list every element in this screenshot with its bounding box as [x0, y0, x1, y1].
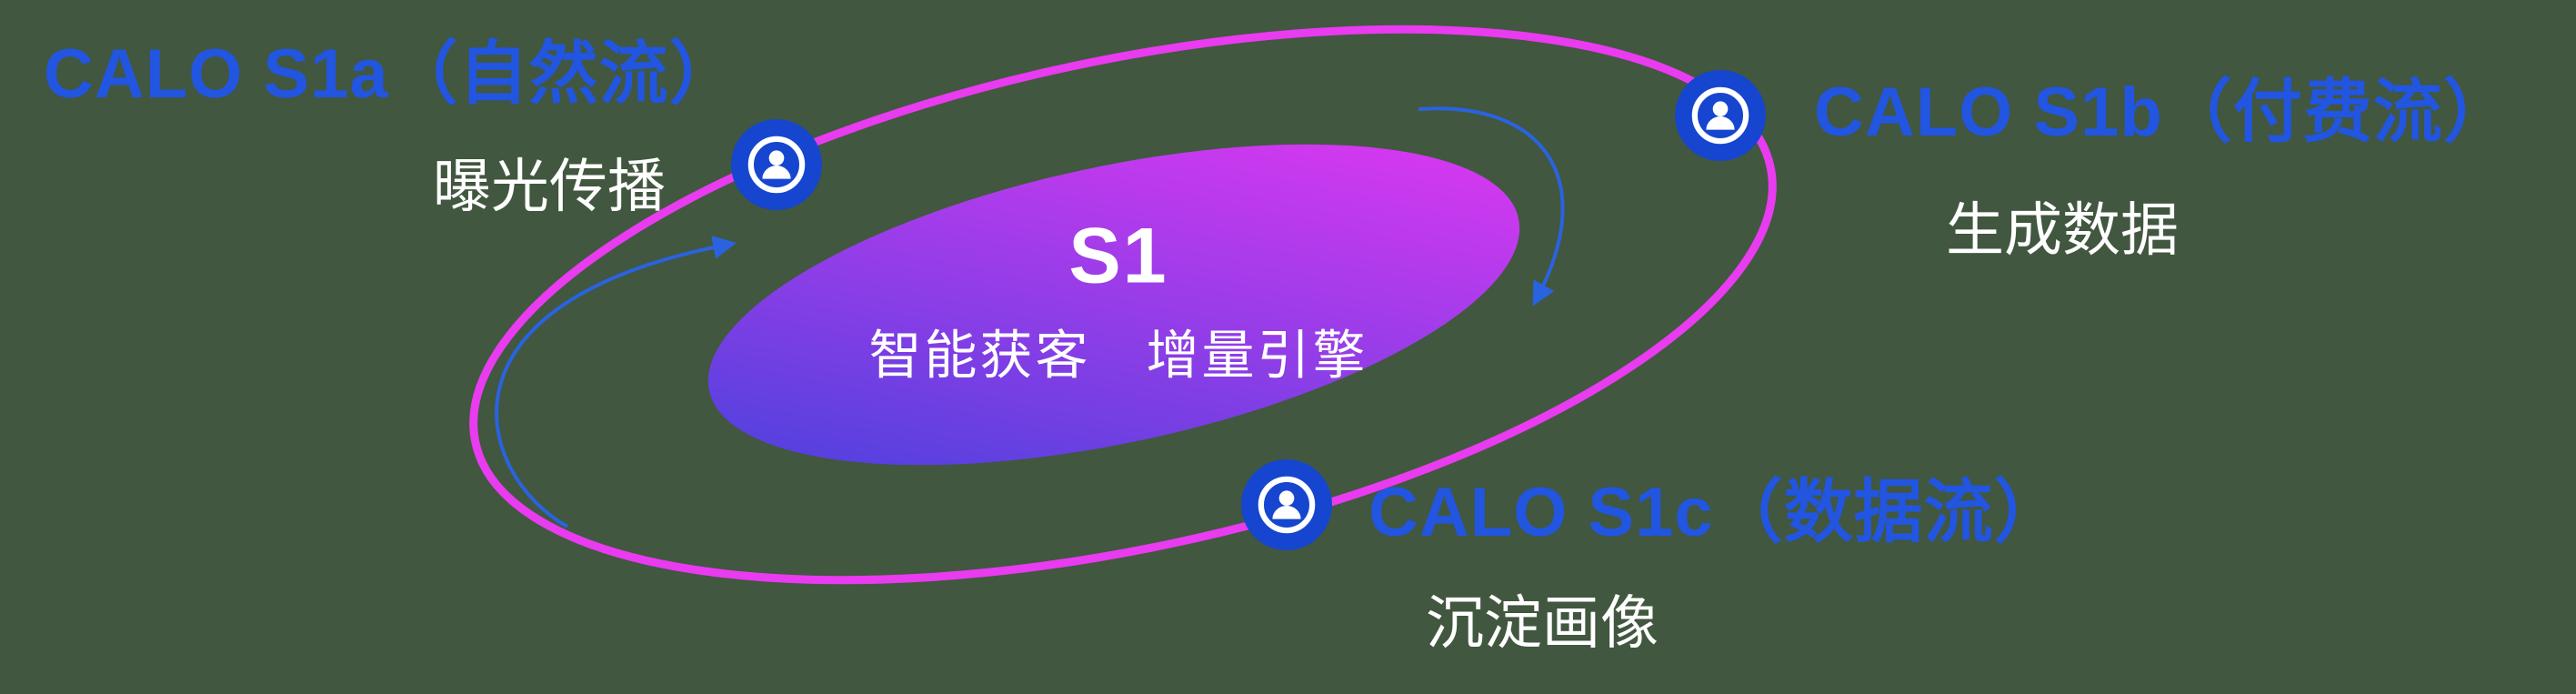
orbit-ellipse: [469, 25, 1777, 585]
node-label-s1a: CALO S1a（自然流）: [44, 35, 739, 113]
flow-arrow-right: [1418, 106, 1565, 307]
node-sublabel-s1b: 生成数据: [1946, 197, 2179, 263]
core-subtitle: 智能获客 增量引擎: [868, 326, 1368, 386]
flow-arrow-left: [495, 236, 737, 528]
core-ellipse: [707, 144, 1520, 466]
node-icon-s1c: [1241, 459, 1332, 550]
core-label: S1 智能获客 增量引擎: [868, 212, 1368, 389]
core-title: S1: [1068, 212, 1168, 300]
user-circle-icon: [731, 119, 822, 210]
node-label-s1b: CALO S1b（付费流）: [1814, 74, 2513, 151]
node-sublabel-s1c: 沉淀画像: [1426, 590, 1659, 656]
user-circle-icon: [1675, 70, 1766, 161]
node-icon-s1b: [1675, 70, 1766, 161]
node-sublabel-s1a: 曝光传播: [433, 154, 666, 219]
node-icon-s1a: [731, 119, 822, 210]
node-label-s1c: CALO S1c（数据流）: [1368, 474, 2064, 551]
user-circle-icon: [1241, 459, 1332, 550]
